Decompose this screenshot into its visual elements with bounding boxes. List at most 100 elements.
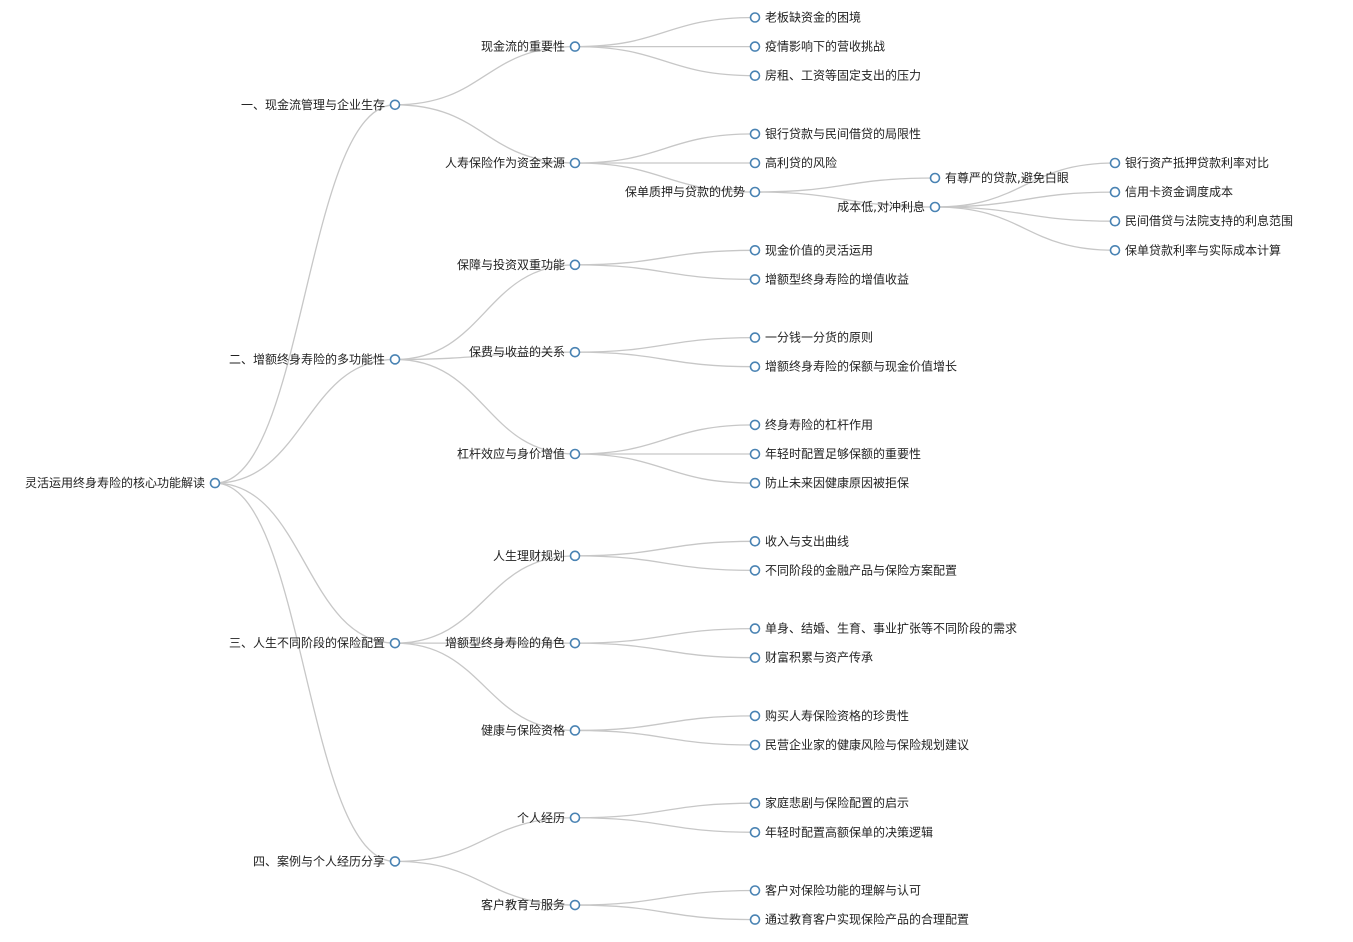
node-root-0-1-2-1[interactable]: 成本低,对冲利息 [837,199,941,214]
node-toggle-circle[interactable] [569,550,581,562]
node-root-1-1[interactable]: 保费与收益的关系 [469,344,581,359]
node-root-1[interactable]: 二、增额终身寿险的多功能性 [229,351,401,366]
node-root-3[interactable]: 四、案例与个人经历分享 [253,853,401,868]
node-toggle-circle[interactable] [749,186,761,198]
link-root-0 [214,104,396,484]
node-root-1-0[interactable]: 保障与投资双重功能 [457,257,581,272]
link-root-1-0-1 [574,264,756,281]
node-toggle-circle[interactable] [749,739,761,751]
node-toggle-circle[interactable] [749,885,761,896]
node-root-2-2-1[interactable]: 民营企业家的健康风险与保险规划建议 [749,737,970,752]
node-toggle-circle[interactable] [749,419,761,431]
node-toggle-circle[interactable] [749,12,761,23]
node-toggle-circle[interactable] [1109,186,1121,198]
node-root-2-0-0[interactable]: 收入与支出曲线 [749,534,850,548]
link-root-1-1-0 [574,336,756,353]
node-toggle-circle[interactable] [749,914,761,925]
node-root-2[interactable]: 三、人生不同阶段的保险配置 [229,635,401,650]
node-toggle-circle[interactable] [569,448,581,460]
node-root-2-1-0[interactable]: 单身、结婚、生育、事业扩张等不同阶段的需求 [749,621,1018,636]
node-root-0-0-2[interactable]: 房租、工资等固定支出的压力 [749,68,922,83]
node-toggle-circle[interactable] [749,826,761,838]
node-toggle-circle[interactable] [929,172,941,184]
node-toggle-circle[interactable] [749,652,761,664]
node-root-0-1-2-1-1[interactable]: 信用卡资金调度成本 [1109,184,1234,199]
node-toggle-circle[interactable] [1109,157,1121,169]
link-root-1-0-0 [574,249,756,266]
node-root-2-0[interactable]: 人生理财规划 [493,548,581,563]
node-toggle-circle[interactable] [749,274,761,285]
node-label: 保单质押与贷款的优势 [625,184,745,199]
node-toggle-circle[interactable] [389,99,401,111]
node-root-3-0[interactable]: 个人经历 [517,811,581,825]
node-root-2-2-0[interactable]: 购买人寿保险资格的珍贵性 [749,708,910,723]
link-root-3-1-1 [574,904,756,921]
node-root-0-1-1[interactable]: 高利贷的风险 [749,155,838,170]
node-root-0-1[interactable]: 人寿保险作为资金来源 [445,155,581,170]
node-root-1-2[interactable]: 杠杆效应与身价增值 [457,446,581,461]
node-toggle-circle[interactable] [569,725,581,736]
node-toggle-circle[interactable] [389,354,401,365]
node-toggle-circle[interactable] [1109,215,1121,227]
node-toggle-circle[interactable] [1109,245,1121,256]
link-root-2-1-1 [574,642,756,659]
node-toggle-circle[interactable] [749,361,761,373]
node-toggle-circle[interactable] [749,623,761,634]
node-toggle-circle[interactable] [749,448,761,460]
node-root-1-1-1[interactable]: 增额终身寿险的保额与现金价值增长 [749,359,958,374]
node-toggle-circle[interactable] [569,259,581,271]
node-root[interactable]: 灵活运用终身寿险的核心功能解读 [25,475,221,490]
node-toggle-circle[interactable] [749,332,761,343]
node-root-1-0-0[interactable]: 现金价值的灵活运用 [749,242,874,257]
node-root-3-1[interactable]: 客户教育与服务 [481,897,581,912]
node-root-0-0-0[interactable]: 老板缺资金的困境 [749,10,862,25]
node-root-1-2-2[interactable]: 防止未来因健康原因被拒保 [749,475,910,490]
node-toggle-circle[interactable] [749,70,761,81]
node-root-3-1-0[interactable]: 客户对保险功能的理解与认可 [749,883,922,898]
node-root-0-1-0[interactable]: 银行贷款与民间借贷的局限性 [749,126,922,141]
node-root-1-1-0[interactable]: 一分钱一分货的原则 [749,330,874,345]
node-toggle-circle[interactable] [749,710,761,722]
node-root-0-1-2[interactable]: 保单质押与贷款的优势 [625,184,761,199]
node-root-1-0-1[interactable]: 增额型终身寿险的增值收益 [749,271,910,286]
node-toggle-circle[interactable] [749,565,761,576]
node-toggle-circle[interactable] [749,535,761,547]
node-root-3-1-1[interactable]: 通过教育客户实现保险产品的合理配置 [749,912,970,927]
node-toggle-circle[interactable] [749,128,761,140]
node-label: 房租、工资等固定支出的压力 [765,68,921,83]
node-toggle-circle[interactable] [749,477,761,489]
node-toggle-circle[interactable] [569,637,581,649]
node-toggle-circle[interactable] [749,797,761,809]
node-toggle-circle[interactable] [749,41,761,52]
node-toggle-circle[interactable] [749,245,761,256]
node-toggle-circle[interactable] [389,637,401,649]
node-root-0-0-1[interactable]: 疫情影响下的营收挑战 [749,39,886,54]
node-root-3-0-0[interactable]: 家庭悲剧与保险配置的启示 [749,795,910,810]
node-root-2-2[interactable]: 健康与保险资格 [481,722,581,737]
node-toggle-circle[interactable] [209,477,221,489]
node-root-1-2-1[interactable]: 年轻时配置足够保额的重要性 [749,446,922,461]
node-toggle-circle[interactable] [569,812,581,824]
node-root-0-1-2-0[interactable]: 有尊严的贷款,避免白眼 [929,170,1069,185]
node-toggle-circle[interactable] [569,157,581,169]
node-toggle-circle[interactable] [929,201,941,213]
link-root-0-0 [394,45,576,106]
node-root-0-0[interactable]: 现金流的重要性 [481,39,581,54]
node-root-0-1-2-1-2[interactable]: 民间借贷与法院支持的利息范围 [1109,213,1294,228]
node-root-2-1-1[interactable]: 财富积累与资产传承 [749,650,874,665]
link-root-2-2-0 [574,715,756,732]
node-toggle-circle[interactable] [569,346,581,358]
node-root-3-0-1[interactable]: 年轻时配置高额保单的决策逻辑 [749,824,934,839]
node-root-0-1-2-1-3[interactable]: 保单贷款利率与实际成本计算 [1109,242,1282,257]
node-root-0-1-2-1-0[interactable]: 银行资产抵押贷款利率对比 [1109,155,1270,170]
node-label: 人寿保险作为资金来源 [445,155,565,170]
node-root-0[interactable]: 一、现金流管理与企业生存 [241,97,401,112]
node-root-2-1[interactable]: 增额型终身寿险的角色 [445,635,581,650]
node-toggle-circle[interactable] [569,899,581,911]
node-label: 年轻时配置高额保单的决策逻辑 [765,824,933,839]
node-root-2-0-1[interactable]: 不同阶段的金融产品与保险方案配置 [749,562,958,577]
node-toggle-circle[interactable] [749,157,761,169]
node-toggle-circle[interactable] [569,41,581,52]
node-toggle-circle[interactable] [389,856,401,867]
node-root-1-2-0[interactable]: 终身寿险的杠杆作用 [749,417,874,432]
